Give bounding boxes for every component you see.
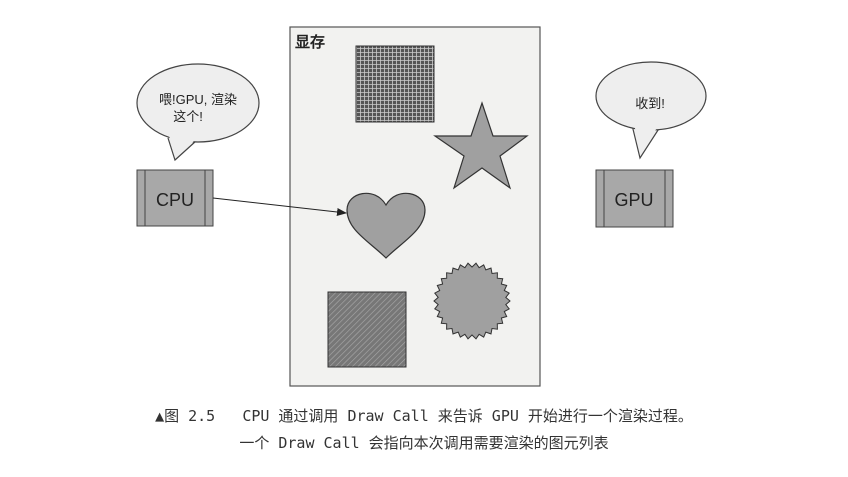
caption-text-1: CPU 通过调用 Draw Call 来告诉 GPU 开始进行一个渲染过程。 [242,407,693,425]
cpu-speech-text-1: 喂!GPU, 渲染 [159,92,237,107]
gpu-label: GPU [614,190,653,210]
cpu-label: CPU [156,190,194,210]
cpu-speech-text-2: 这个! [173,109,203,124]
heart-shape [346,192,426,259]
gpu-box: GPU [595,169,674,228]
gpu-speech-bubble: 收到! [595,61,707,160]
cpu-speech-bubble: 喂!GPU, 渲染 这个! [136,63,260,162]
gpu-speech-text: 收到! [635,96,665,111]
caption-text-2: 一个 Draw Call 会指向本次调用需要渲染的图元列表 [239,434,609,452]
hatched-square-shape [327,291,407,368]
figure-number: ▲图 2.5 [155,407,216,425]
starburst-circle-shape [433,262,511,340]
cpu-box: CPU [136,169,214,227]
star-shape [433,101,529,190]
draw-call-arrow [212,197,347,216]
grid-square-shape [355,45,435,123]
memory-label: 显存 [295,33,325,51]
caption-line-1: ▲图 2.5 CPU 通过调用 Draw Call 来告诉 GPU 开始进行一个… [0,405,848,426]
